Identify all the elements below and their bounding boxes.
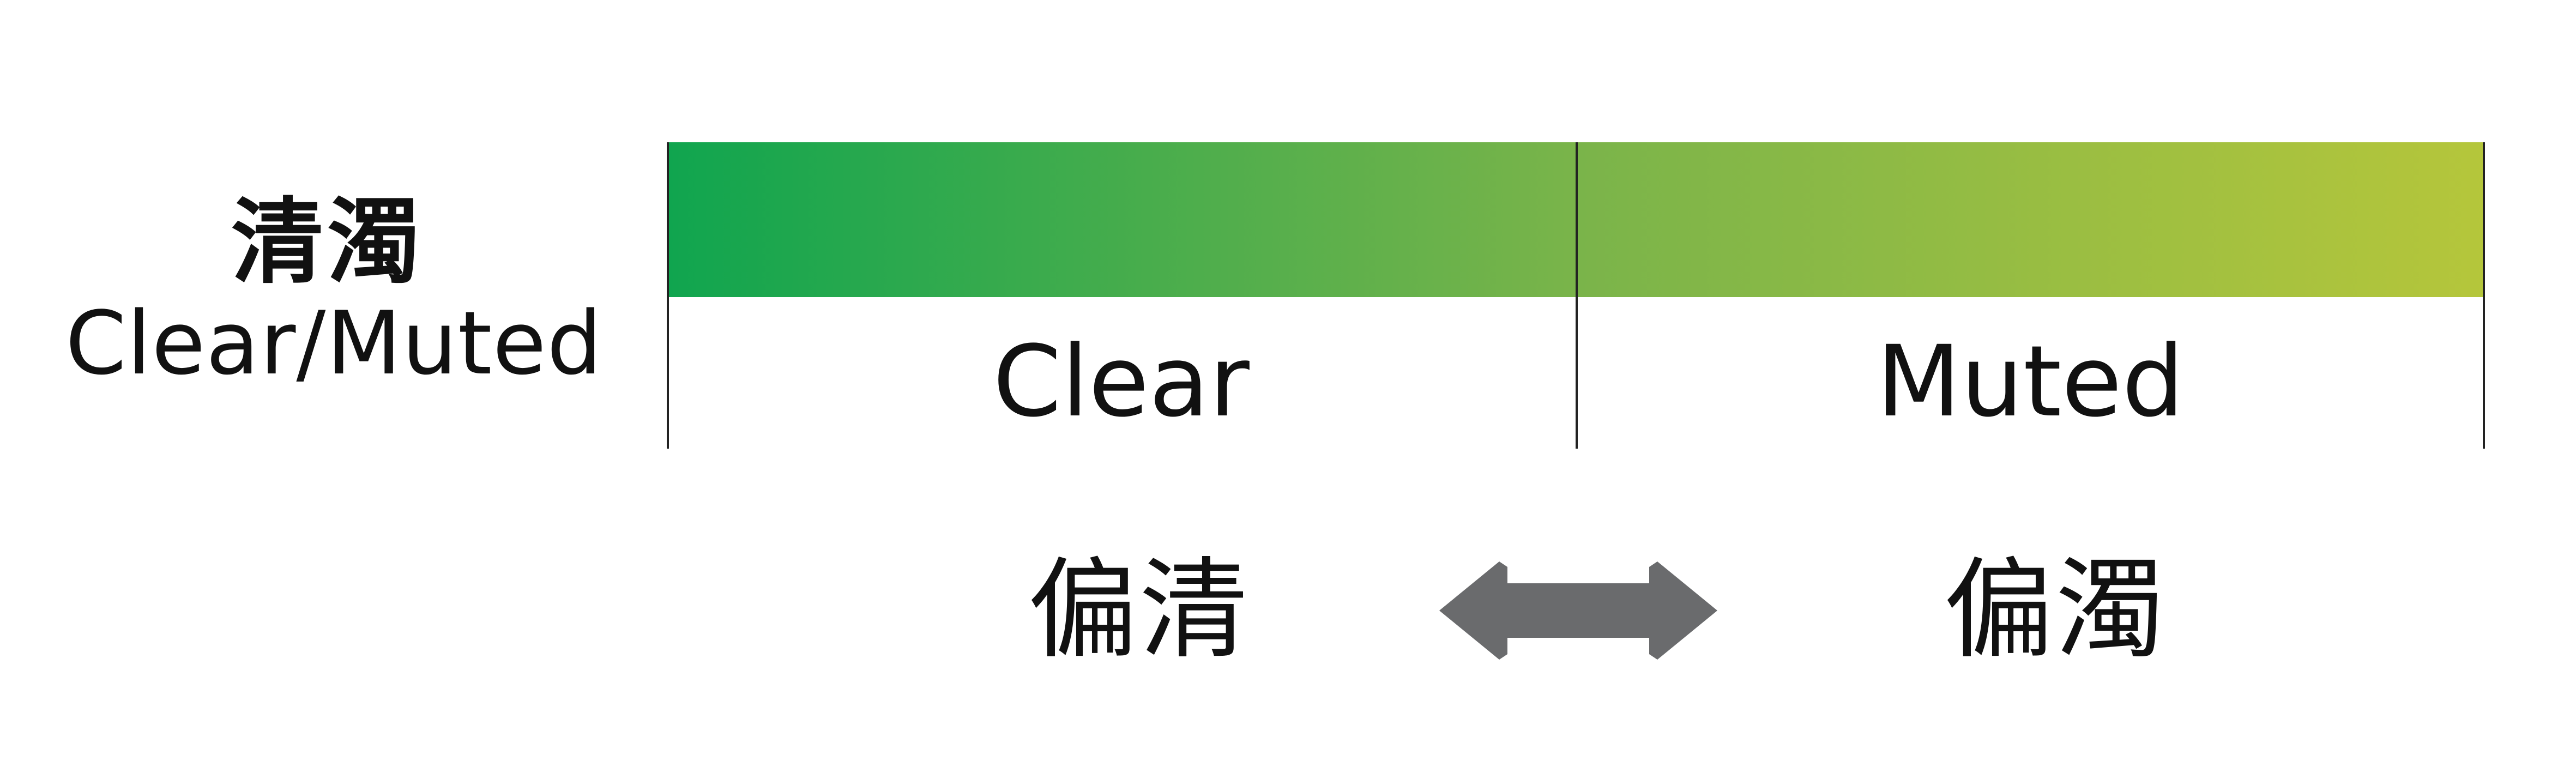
- scale-divider-middle: [1576, 142, 1578, 449]
- double-headed-arrow-icon: [1439, 561, 1717, 660]
- scale-divider-right: [2483, 142, 2485, 449]
- left-label-english: Clear/Muted: [65, 292, 603, 394]
- segment-label-clear: Clear: [993, 325, 1250, 439]
- left-label: 清濁 Clear/Muted: [65, 189, 603, 394]
- segment-label-muted: Muted: [1876, 325, 2185, 439]
- bottom-label-clear-leaning: 偏清: [1028, 547, 1251, 674]
- left-label-chinese: 清濁: [231, 189, 423, 297]
- scale-divider-left: [667, 142, 669, 449]
- bottom-label-muted-leaning: 偏濁: [1944, 547, 2167, 674]
- clear-muted-scale: Clear Muted: [667, 142, 2485, 449]
